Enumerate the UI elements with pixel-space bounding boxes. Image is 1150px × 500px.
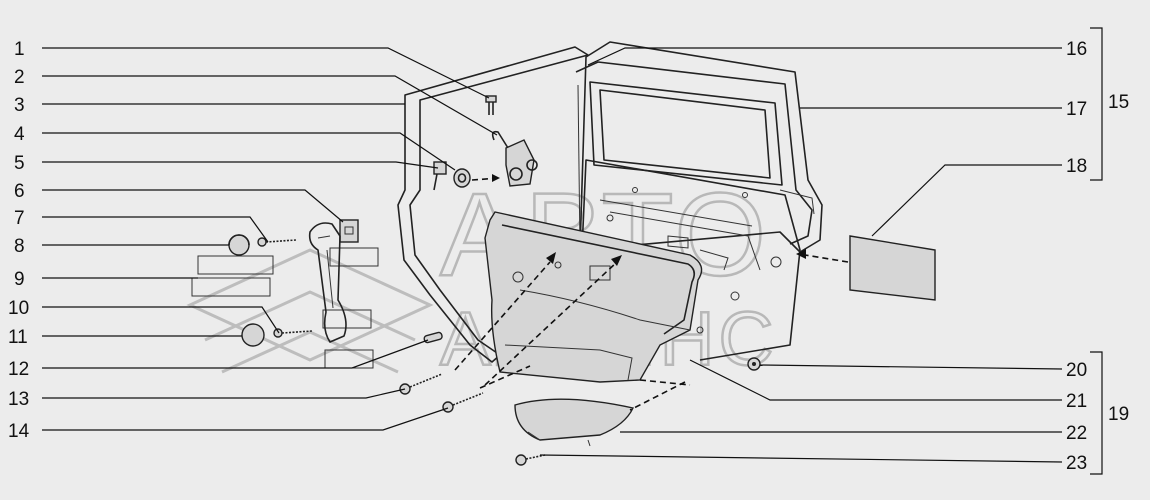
fastener-20	[747, 357, 761, 371]
callout-7: 7	[14, 208, 25, 229]
callout-14: 14	[8, 421, 30, 442]
callout-13: 13	[8, 389, 29, 410]
callout-12: 12	[8, 359, 29, 380]
callout-16: 16	[1066, 39, 1087, 60]
plug-cap-11	[241, 323, 265, 347]
callout-8: 8	[14, 236, 25, 257]
callout-3: 3	[14, 95, 25, 116]
panel-18	[849, 235, 936, 301]
callout-10: 10	[8, 298, 29, 319]
callout-23: 23	[1066, 453, 1087, 474]
leader-lines	[42, 47, 1063, 463]
screw-23	[515, 454, 546, 466]
callout-18: 18	[1066, 156, 1087, 177]
callout-5: 5	[14, 153, 25, 174]
bolt-1	[485, 95, 497, 115]
screw-13	[399, 373, 443, 395]
callout-1: 1	[14, 39, 25, 60]
screw-10	[273, 328, 313, 338]
arrow-head-4	[492, 174, 500, 182]
callout-4: 4	[14, 124, 25, 145]
callout-6: 6	[14, 181, 25, 202]
armrest-handle	[308, 222, 347, 343]
outer-seal-3	[397, 46, 589, 363]
group-brackets	[1090, 27, 1103, 475]
trim-panel-21	[484, 211, 703, 383]
callout-2: 2	[14, 67, 25, 88]
screw-7	[257, 237, 297, 247]
callouts-left: 1 2 3 4 5 6 7 8 9 10 11 12 13 14	[8, 39, 30, 442]
pin-12	[423, 331, 443, 344]
grommet-4	[453, 168, 471, 188]
lock-mechanism-2	[491, 130, 538, 187]
rod-5	[433, 161, 447, 191]
door-frame-16-17	[575, 41, 823, 361]
group-label-15: 15	[1108, 92, 1129, 113]
callout-20: 20	[1066, 360, 1087, 381]
callouts-right: 16 17 18 20 21 22 23 15 19	[1066, 39, 1129, 474]
callout-9: 9	[14, 269, 25, 290]
screw-14	[442, 392, 484, 413]
callout-21: 21	[1066, 391, 1087, 412]
group-label-19: 19	[1108, 404, 1129, 425]
plug-cap-8	[228, 234, 250, 256]
assembly-arrows	[454, 249, 849, 411]
callout-17: 17	[1066, 99, 1087, 120]
callout-11: 11	[8, 327, 28, 348]
callout-22: 22	[1066, 423, 1087, 444]
pocket-22	[514, 398, 635, 447]
clip-6	[339, 219, 359, 243]
small-squares	[191, 247, 379, 369]
